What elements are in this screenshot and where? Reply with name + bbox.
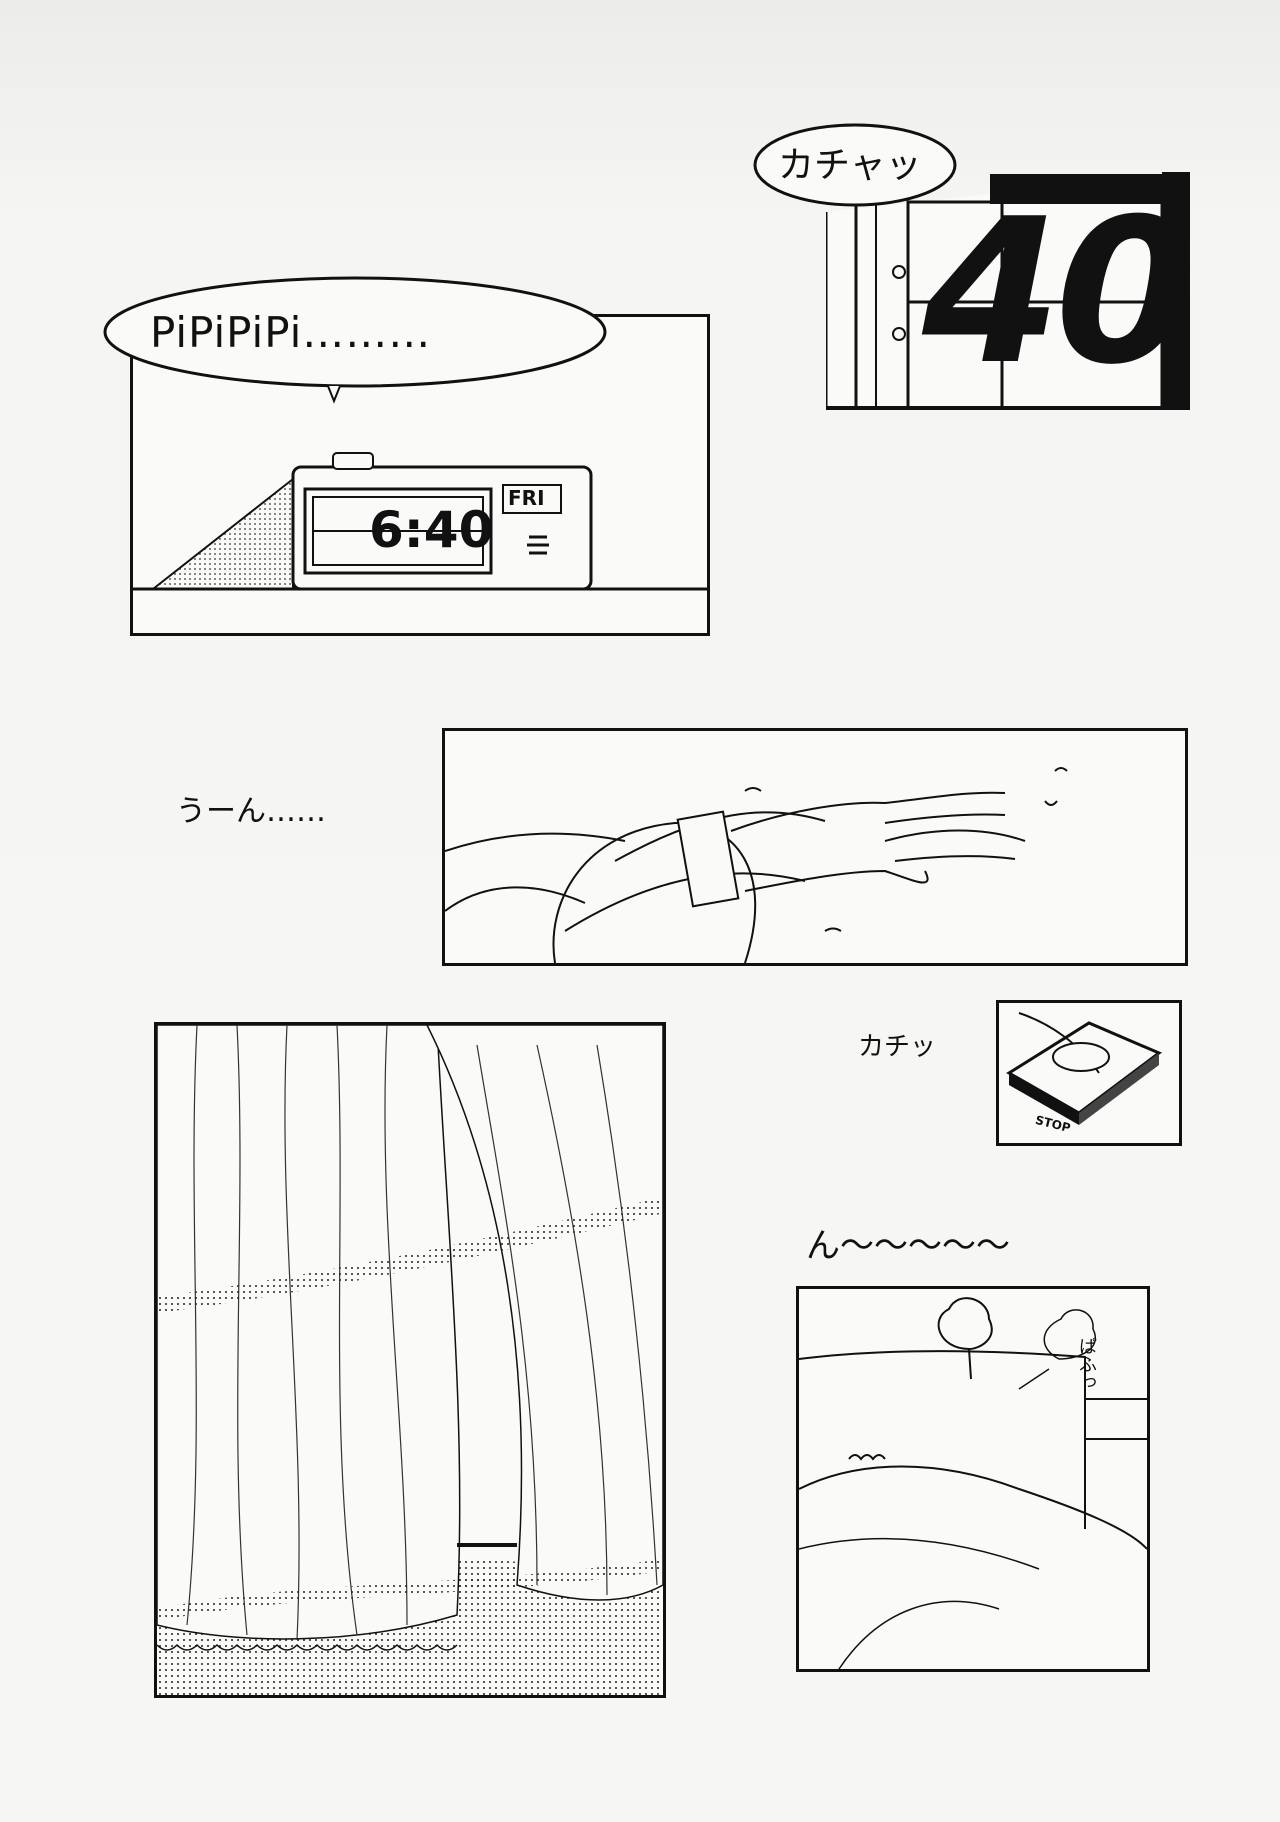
puff-sound-text: ぱふっ [1076, 1337, 1097, 1391]
panel-flip-clock: 40 [826, 172, 1190, 410]
flip-clock-minutes: 40 [922, 176, 1190, 409]
hmm-sound-text: ん〜〜〜〜〜 [806, 1226, 1010, 1266]
panel-stop-button: STOP [996, 1000, 1182, 1146]
flip-sound-text: カチャッ [778, 145, 922, 186]
stop-button-art [1006, 1012, 1162, 1125]
alarm-clock-art [133, 452, 707, 591]
alarm-clock-day: FRI [508, 486, 545, 510]
alarm-sound-bubble [103, 276, 607, 404]
curtain-art [157, 1025, 663, 1695]
alarm-sound-text: PiPiPiPi……… [150, 308, 432, 357]
flip-clock-art [826, 172, 1190, 410]
reaching-hand-art [445, 767, 1068, 963]
alarm-clock-time: 6:40 [369, 501, 494, 559]
flip-sound-bubble [753, 123, 957, 207]
panel-curtain [154, 1022, 666, 1698]
panel-reaching-hand [442, 728, 1188, 966]
panel-bed: ぱふっ [796, 1286, 1150, 1672]
bed-art [799, 1297, 1147, 1669]
click-sound-text: カチッ [858, 1032, 937, 1062]
groan-text: うーん…… [176, 794, 326, 829]
